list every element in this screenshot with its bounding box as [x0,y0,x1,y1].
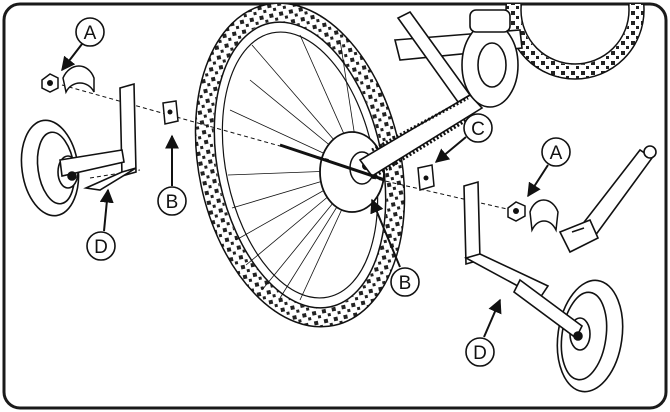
callout-label: B [166,192,179,213]
chain [371,96,471,180]
axle-shaft [279,143,386,182]
curved-washer-right [529,199,559,233]
square-washer-right [417,164,435,191]
square-washer [162,100,179,125]
training-wheel-assembly-left [20,119,125,217]
callout-label: C [471,119,485,140]
callout-label: B [399,273,412,294]
bike-frame [358,9,523,178]
callout-b-center: B [370,198,420,297]
callout-d-right: D [465,298,502,367]
callout-label: A [550,143,563,164]
training-wheel-assembly-right [512,278,624,393]
callout-b-left: B [157,134,187,216]
callout-d-left: D [86,188,116,261]
adjustable-wrench [558,145,657,254]
callout-a-left: A [61,17,105,72]
hex-nut-right [507,201,526,222]
callout-label: D [94,237,108,258]
callout-a-right: A [527,137,571,198]
callout-label: A [84,23,97,44]
callout-c-right: C [434,113,493,163]
callout-label: D [473,343,487,364]
hex-nut [41,73,59,93]
